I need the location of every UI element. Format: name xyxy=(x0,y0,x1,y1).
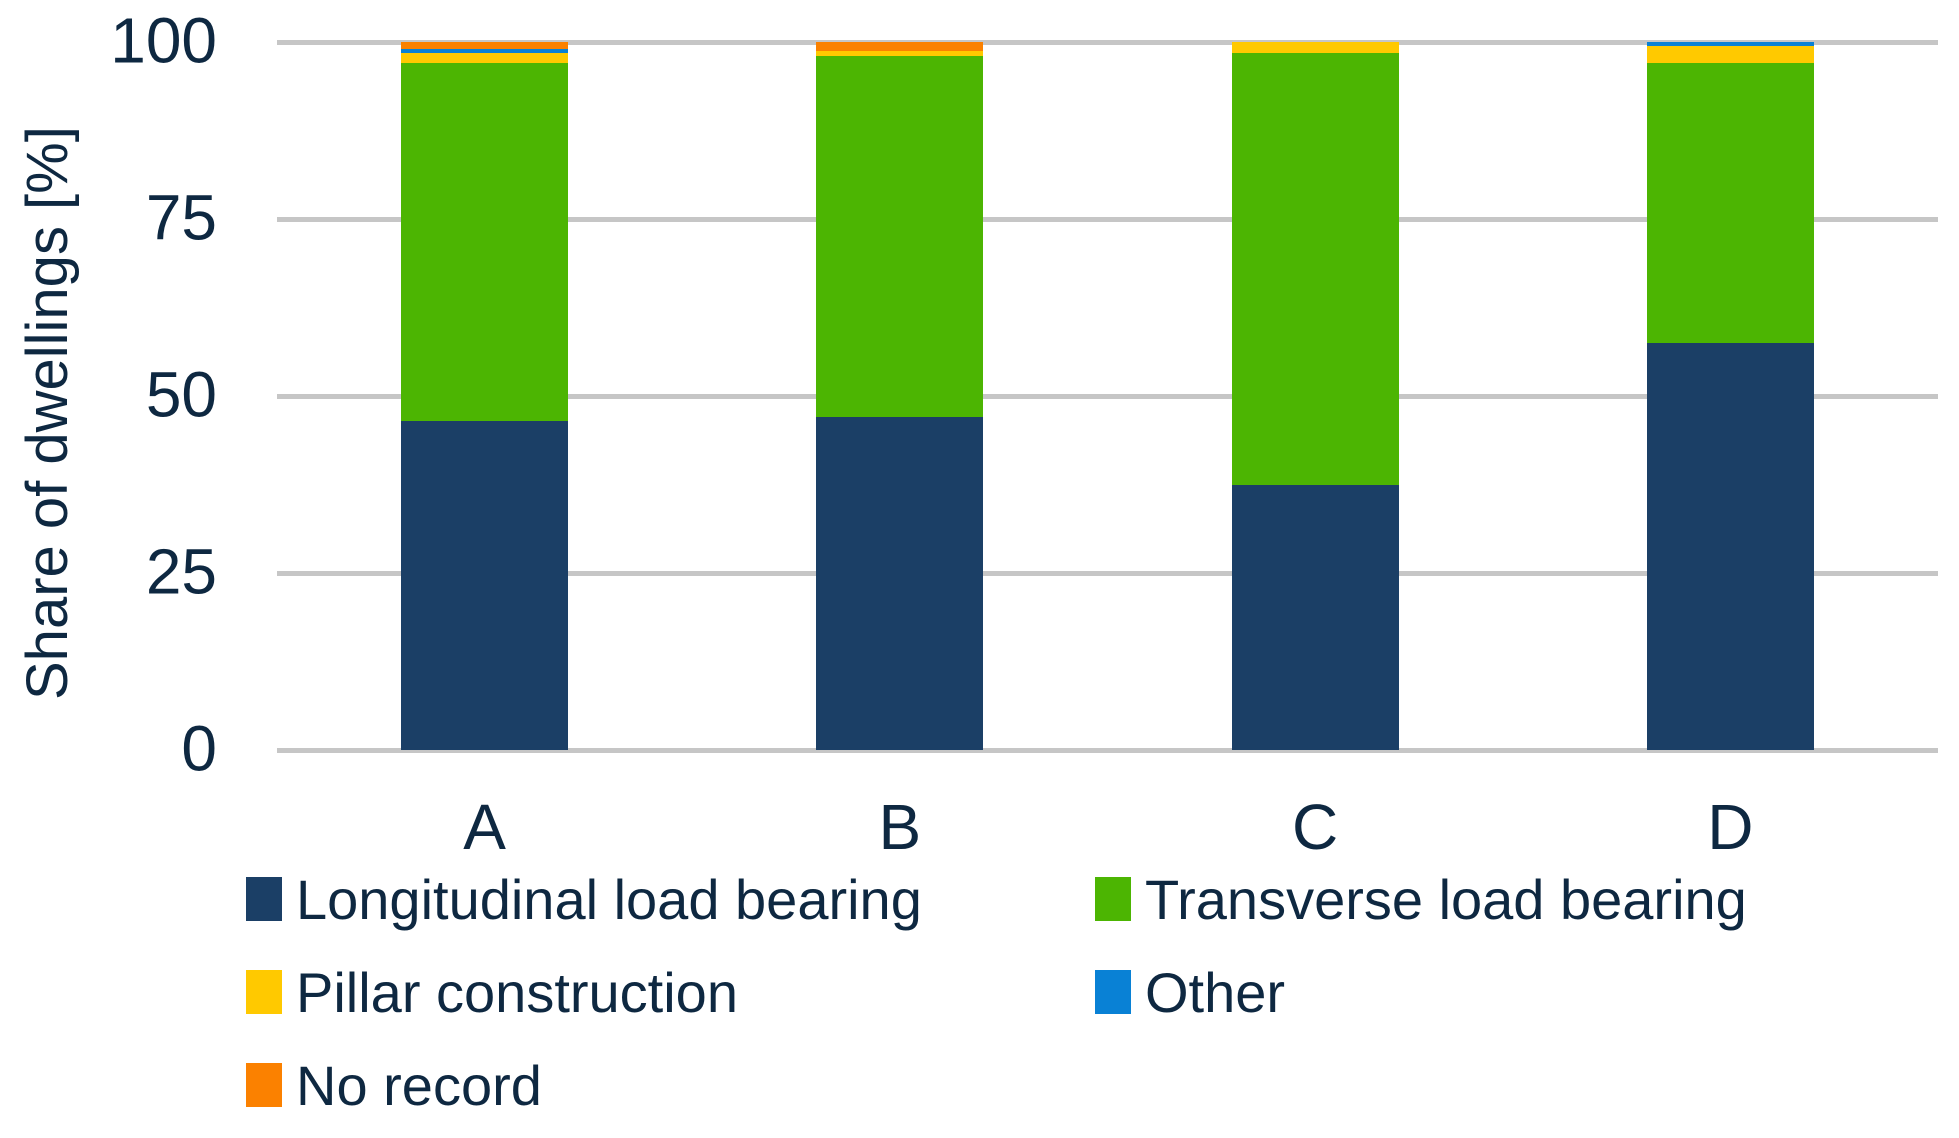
legend-item: Pillar construction xyxy=(246,959,1095,1025)
legend-swatch xyxy=(1095,877,1131,921)
bar-B xyxy=(816,42,984,750)
y-tick-label-25: 25 xyxy=(145,535,217,608)
bar-C-segment xyxy=(1231,52,1399,485)
legend-label: No record xyxy=(296,1053,542,1117)
legend-item: Other xyxy=(1095,959,1926,1025)
x-label-D: D xyxy=(1707,791,1754,863)
y-tick-label-50: 50 xyxy=(145,358,217,431)
bar-B-segment xyxy=(816,417,984,750)
legend-item: Transverse load bearing xyxy=(1095,866,1926,932)
bar-A-segment xyxy=(401,420,569,750)
bar-B-segment xyxy=(816,42,984,52)
bar-A-segment xyxy=(401,49,569,53)
gridline-0 xyxy=(277,747,1938,753)
legend: Longitudinal load bearing Transverse load… xyxy=(246,866,1926,1118)
legend-label: Other xyxy=(1145,960,1286,1024)
legend-swatch xyxy=(246,1063,282,1107)
gridline-25 xyxy=(277,570,1938,576)
legend-swatch xyxy=(1095,970,1131,1014)
bar-B-segment xyxy=(816,56,984,418)
x-label-B: B xyxy=(878,791,922,863)
y-tick-label-100: 100 xyxy=(110,4,217,77)
bar-D-segment xyxy=(1646,46,1814,64)
bar-C xyxy=(1231,42,1399,750)
legend-label: Pillar construction xyxy=(296,960,738,1024)
bar-A-segment xyxy=(401,63,569,421)
bar-A xyxy=(401,42,569,750)
legend-label: Longitudinal load bearing xyxy=(296,867,922,931)
plot-area xyxy=(277,39,1938,753)
bar-B-segment xyxy=(816,51,984,57)
x-label-A: A xyxy=(463,791,506,863)
bar-D-segment xyxy=(1646,63,1814,343)
y-tick-label-0: 0 xyxy=(181,712,217,785)
bar-A-segment xyxy=(401,52,569,64)
bar-D xyxy=(1646,42,1814,750)
x-label-C: C xyxy=(1292,791,1339,863)
gridline-100 xyxy=(277,39,1938,45)
legend-label: Transverse load bearing xyxy=(1145,867,1747,931)
gridline-75 xyxy=(277,216,1938,222)
gridline-50 xyxy=(277,393,1938,399)
bar-C-segment xyxy=(1231,484,1399,750)
legend-swatch xyxy=(246,877,282,921)
y-axis-tick-labels: 0 25 50 75 100 xyxy=(0,0,217,1138)
legend-item: Longitudinal load bearing xyxy=(246,866,1095,932)
legend-item: No record xyxy=(246,1052,1095,1118)
y-tick-label-75: 75 xyxy=(145,181,217,254)
bar-A-segment xyxy=(401,42,569,50)
bar-D-segment xyxy=(1646,42,1814,47)
bar-C-segment xyxy=(1231,42,1399,53)
bar-D-segment xyxy=(1646,342,1814,750)
legend-swatch xyxy=(246,970,282,1014)
